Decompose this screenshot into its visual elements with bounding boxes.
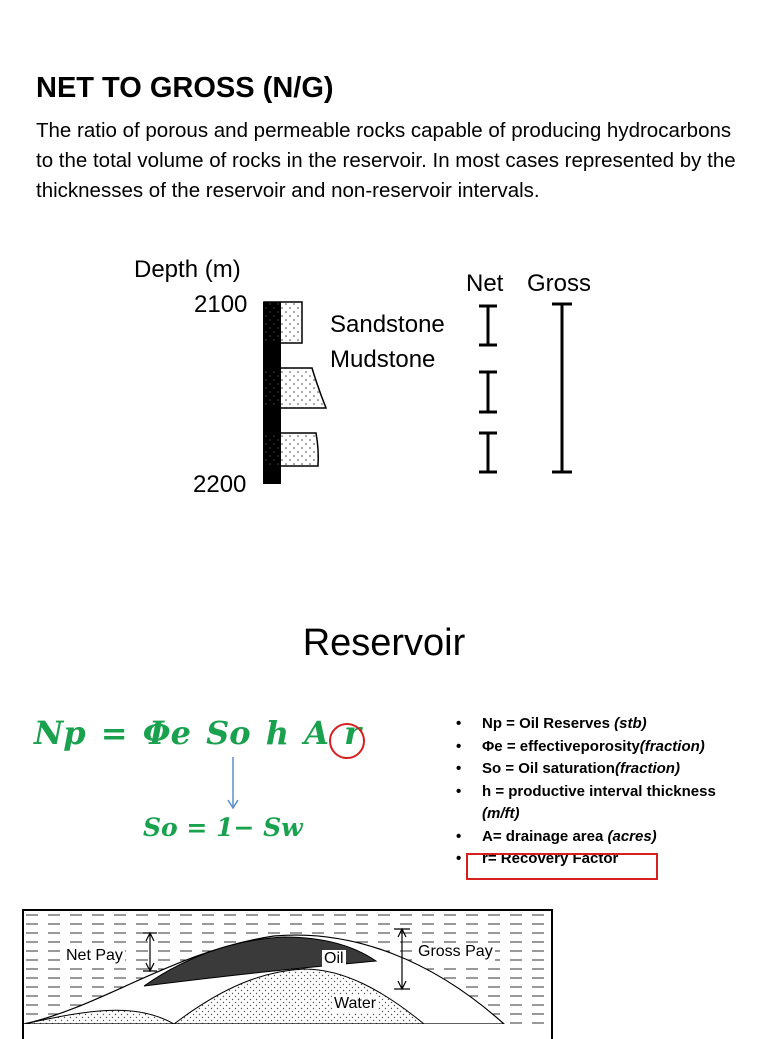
- gross-pay-label: Gross Pay: [416, 943, 495, 961]
- depth-top-label: 2100: [194, 291, 248, 318]
- oil-zone: [143, 936, 378, 987]
- recovery-factor-circle: [329, 723, 365, 759]
- sandstone-bed-3: [263, 432, 319, 467]
- depth-bottom-label: 2200: [193, 471, 247, 498]
- pay-figure-drawing: [24, 911, 551, 1024]
- definition-so: So = Oil saturation(fraction): [456, 758, 756, 781]
- definitions-list: Np = Oil Reserves (stb) Φe = effectivepo…: [456, 713, 756, 871]
- np-equation: Np = Φe So h A r: [34, 714, 361, 752]
- lower-strata: [24, 1009, 176, 1024]
- np-lhs: Np: [34, 714, 86, 752]
- so-equation: So = 1− Sw: [143, 813, 303, 842]
- definition-phie: Φe = effectiveporosity(fraction): [456, 736, 756, 759]
- np-rhs: Φe So h A: [142, 714, 329, 752]
- down-arrow: [227, 757, 239, 810]
- equation-annotations: [227, 723, 365, 810]
- sandstone-bed-2: [263, 367, 328, 409]
- gross-label: Gross: [527, 270, 592, 297]
- sandstone-label: Sandstone: [330, 311, 445, 338]
- oil-label: Oil: [322, 950, 346, 968]
- np-equals: =: [100, 714, 128, 752]
- gross-bar: [552, 302, 572, 474]
- net-pay-bracket: [143, 931, 157, 973]
- recovery-factor-highlight: [466, 853, 658, 880]
- well-log-figure: Depth (m) 2100 2200 Sandstone Mudstone N…: [0, 250, 768, 510]
- net-pay-label: Net Pay: [64, 947, 125, 965]
- net-bars: [479, 304, 497, 474]
- definition-np: Np = Oil Reserves (stb): [456, 713, 756, 736]
- definition-a: A= drainage area (acres): [456, 826, 756, 849]
- sandstone-bed-1: [263, 301, 303, 344]
- depth-label: Depth (m): [134, 256, 241, 283]
- pay-figure-frame: [22, 909, 553, 1039]
- page-title: NET TO GROSS (N/G): [36, 72, 334, 104]
- net-label: Net: [466, 270, 504, 297]
- definition-h: h = productive interval thickness (m/ft): [456, 781, 756, 826]
- intro-paragraph: The ratio of porous and permeable rocks …: [36, 119, 736, 202]
- mudstone-label: Mudstone: [330, 346, 436, 373]
- gross-pay-bracket: [394, 927, 410, 991]
- water-label: Water: [332, 995, 379, 1013]
- section-title: Reservoir: [302, 622, 466, 664]
- lithology-column: [263, 301, 572, 484]
